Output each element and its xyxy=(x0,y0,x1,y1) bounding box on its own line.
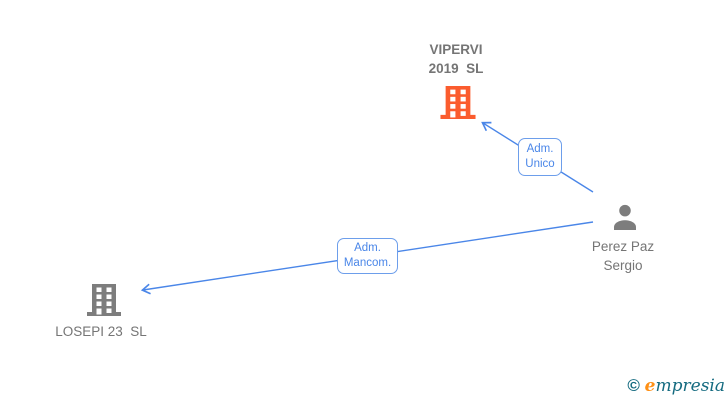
brand-rest-letters: mpresia xyxy=(655,376,726,396)
building-icon[interactable] xyxy=(440,86,476,119)
person-icon[interactable] xyxy=(610,202,640,233)
company-node-label-losepi[interactable]: LOSEPI 23 SL xyxy=(55,324,147,339)
building-icon[interactable] xyxy=(87,283,121,317)
person-node-label[interactable]: Perez Paz Sergio xyxy=(591,239,655,273)
company-node-label-vipervi[interactable]: VIPERVI 2019 SL xyxy=(428,42,484,76)
edge-label-adm-mancom[interactable]: Adm. Mancom. xyxy=(337,238,398,274)
empresia-watermark: © empresia xyxy=(627,376,725,396)
copyright-symbol: © xyxy=(627,376,640,395)
edge-label-adm-unico[interactable]: Adm. Unico xyxy=(518,138,562,176)
brand-first-letter: e xyxy=(644,376,656,396)
